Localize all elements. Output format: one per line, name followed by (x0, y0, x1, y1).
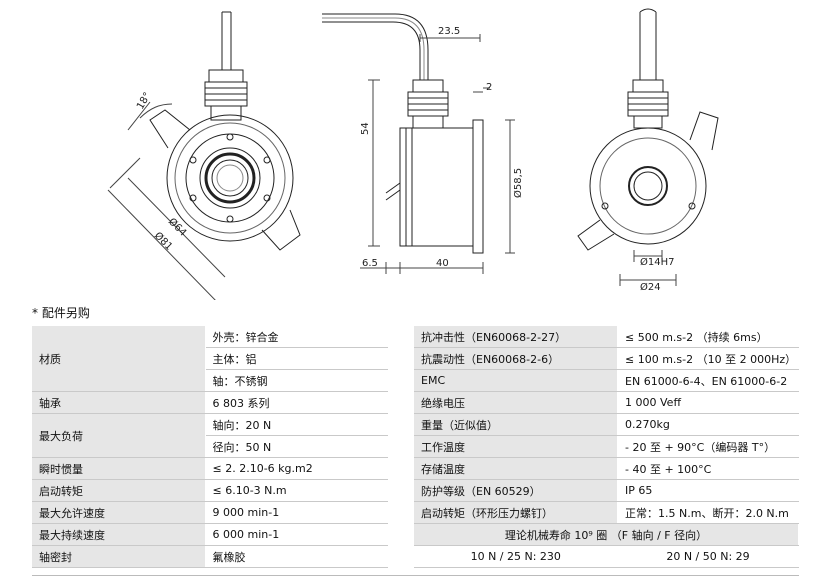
spec-label: 最大允许速度 (32, 501, 206, 524)
spec-value: ≤ 6.10-3 N.m (205, 479, 388, 502)
spec-value: 正常：1.5 N.m、断开：2.0 N.m (617, 501, 799, 524)
spec-label: 轴承 (32, 391, 206, 414)
spec-value: 主体：铝 (205, 347, 388, 370)
spec-value: 轴：不锈钢 (205, 369, 388, 392)
dim-40: 40 (436, 258, 449, 269)
rear-view (577, 8, 719, 286)
spec-value: 9 000 min-1 (205, 501, 388, 524)
table-row: 材质外壳：锌合金 (32, 326, 388, 392)
lifetime-header: 理论机械寿命 10⁹ 圈 （F 轴向 / F 径向） (414, 523, 799, 546)
spec-value: 外壳：锌合金 (205, 326, 388, 348)
dim-2: 2 (486, 82, 492, 93)
spec-label: 重量（近似值） (414, 413, 619, 436)
dim-d81: Ø81 (152, 230, 175, 253)
spec-label: 存储温度 (414, 457, 619, 480)
table-row: 轴：不锈钢 (32, 369, 388, 392)
table-row: 重量（近似值）0.270kg (414, 413, 799, 436)
spec-value: 0.270kg (617, 413, 799, 436)
spec-label: 轴密封 (32, 545, 206, 568)
table-row: 防护等级（EN 60529）IP 65 (414, 479, 799, 502)
accessory-note: * 配件另购 (32, 306, 90, 320)
table-row: 抗冲击性（EN60068-2-27）≤ 500 m.s-2 （持续 6ms） (414, 326, 799, 348)
spec-value: ≤ 500 m.s-2 （持续 6ms） (617, 326, 799, 348)
dim-d14: Ø14H7 (640, 256, 674, 268)
spec-table-right: 抗冲击性（EN60068-2-27）≤ 500 m.s-2 （持续 6ms）抗震… (414, 326, 799, 568)
side-view (322, 13, 515, 274)
table-row: 启动转矩≤ 6.10-3 N.m (32, 479, 388, 502)
dim-6-5: 6.5 (362, 258, 378, 269)
table-row: 启动转矩（环形压力螺钉）正常：1.5 N.m、断开：2.0 N.m (414, 501, 799, 524)
table-row: 抗震动性（EN60068-2-6）≤ 100 m.s-2 （10 至 2 000… (414, 347, 799, 370)
spec-label: 启动转矩（环形压力螺钉） (414, 501, 619, 524)
spec-label: 最大负荷 (32, 413, 206, 458)
dim-d64: Ø64 (166, 216, 189, 239)
spec-value: 氟橡胶 (205, 545, 388, 568)
footer-divider (32, 575, 799, 576)
spec-value: ≤ 2. 2.10-6 kg.m2 (205, 457, 388, 480)
spec-value: 6 803 系列 (205, 391, 388, 414)
spec-value: ≤ 100 m.s-2 （10 至 2 000Hz） (617, 347, 799, 370)
spec-label: 抗冲击性（EN60068-2-27） (414, 326, 619, 348)
spec-value: - 40 至 + 100°C (617, 457, 799, 480)
spec-value: 径向：50 N (205, 435, 388, 458)
spec-label: 防护等级（EN 60529） (414, 479, 619, 502)
lifetime-value: 10 N / 25 N: 230 (414, 545, 618, 568)
dim-d58-5: Ø58,5 (512, 168, 524, 198)
spec-value: EN 61000-6-4、EN 61000-6-2 (617, 369, 799, 392)
spec-value: 轴向：20 N (205, 413, 388, 436)
table-row: 工作温度- 20 至 + 90°C（编码器 T°） (414, 435, 799, 458)
spec-label: 绝缘电压 (414, 391, 619, 414)
spec-label: 瞬时惯量 (32, 457, 206, 480)
table-row: 主体：铝 (32, 347, 388, 370)
spec-label: 启动转矩 (32, 479, 206, 502)
spec-value: 1 000 Veff (617, 391, 799, 414)
table-row: 径向：50 N (32, 435, 388, 458)
spec-label: 工作温度 (414, 435, 619, 458)
dim-23-5: 23.5 (438, 26, 460, 37)
dim-d24: Ø24 (640, 281, 661, 293)
dim-54: 54 (360, 122, 371, 135)
spec-value: IP 65 (617, 479, 799, 502)
front-view (107, 11, 301, 300)
spec-label: 抗震动性（EN60068-2-6） (414, 347, 619, 370)
spec-value: 6 000 min-1 (205, 523, 388, 546)
spec-value: - 20 至 + 90°C（编码器 T°） (617, 435, 799, 458)
table-row: 轴密封氟橡胶 (32, 545, 388, 568)
spec-label: 材质 (32, 326, 206, 392)
dim-angle: 18° (135, 91, 153, 112)
table-row: 瞬时惯量≤ 2. 2.10-6 kg.m2 (32, 457, 388, 480)
table-row: 存储温度- 40 至 + 100°C (414, 457, 799, 480)
spec-label: EMC (414, 369, 619, 392)
spec-label: 最大持续速度 (32, 523, 206, 546)
table-row: 最大负荷轴向：20 N (32, 413, 388, 458)
lifetime-value: 20 N / 50 N: 29 (617, 545, 799, 568)
dimension-drawing: 18° Ø64 Ø81 23.5 2 54 Ø58,5 6.5 40 Ø14H7… (107, 8, 719, 300)
lifetime-header-row: 理论机械寿命 10⁹ 圈 （F 轴向 / F 径向） (414, 523, 799, 546)
